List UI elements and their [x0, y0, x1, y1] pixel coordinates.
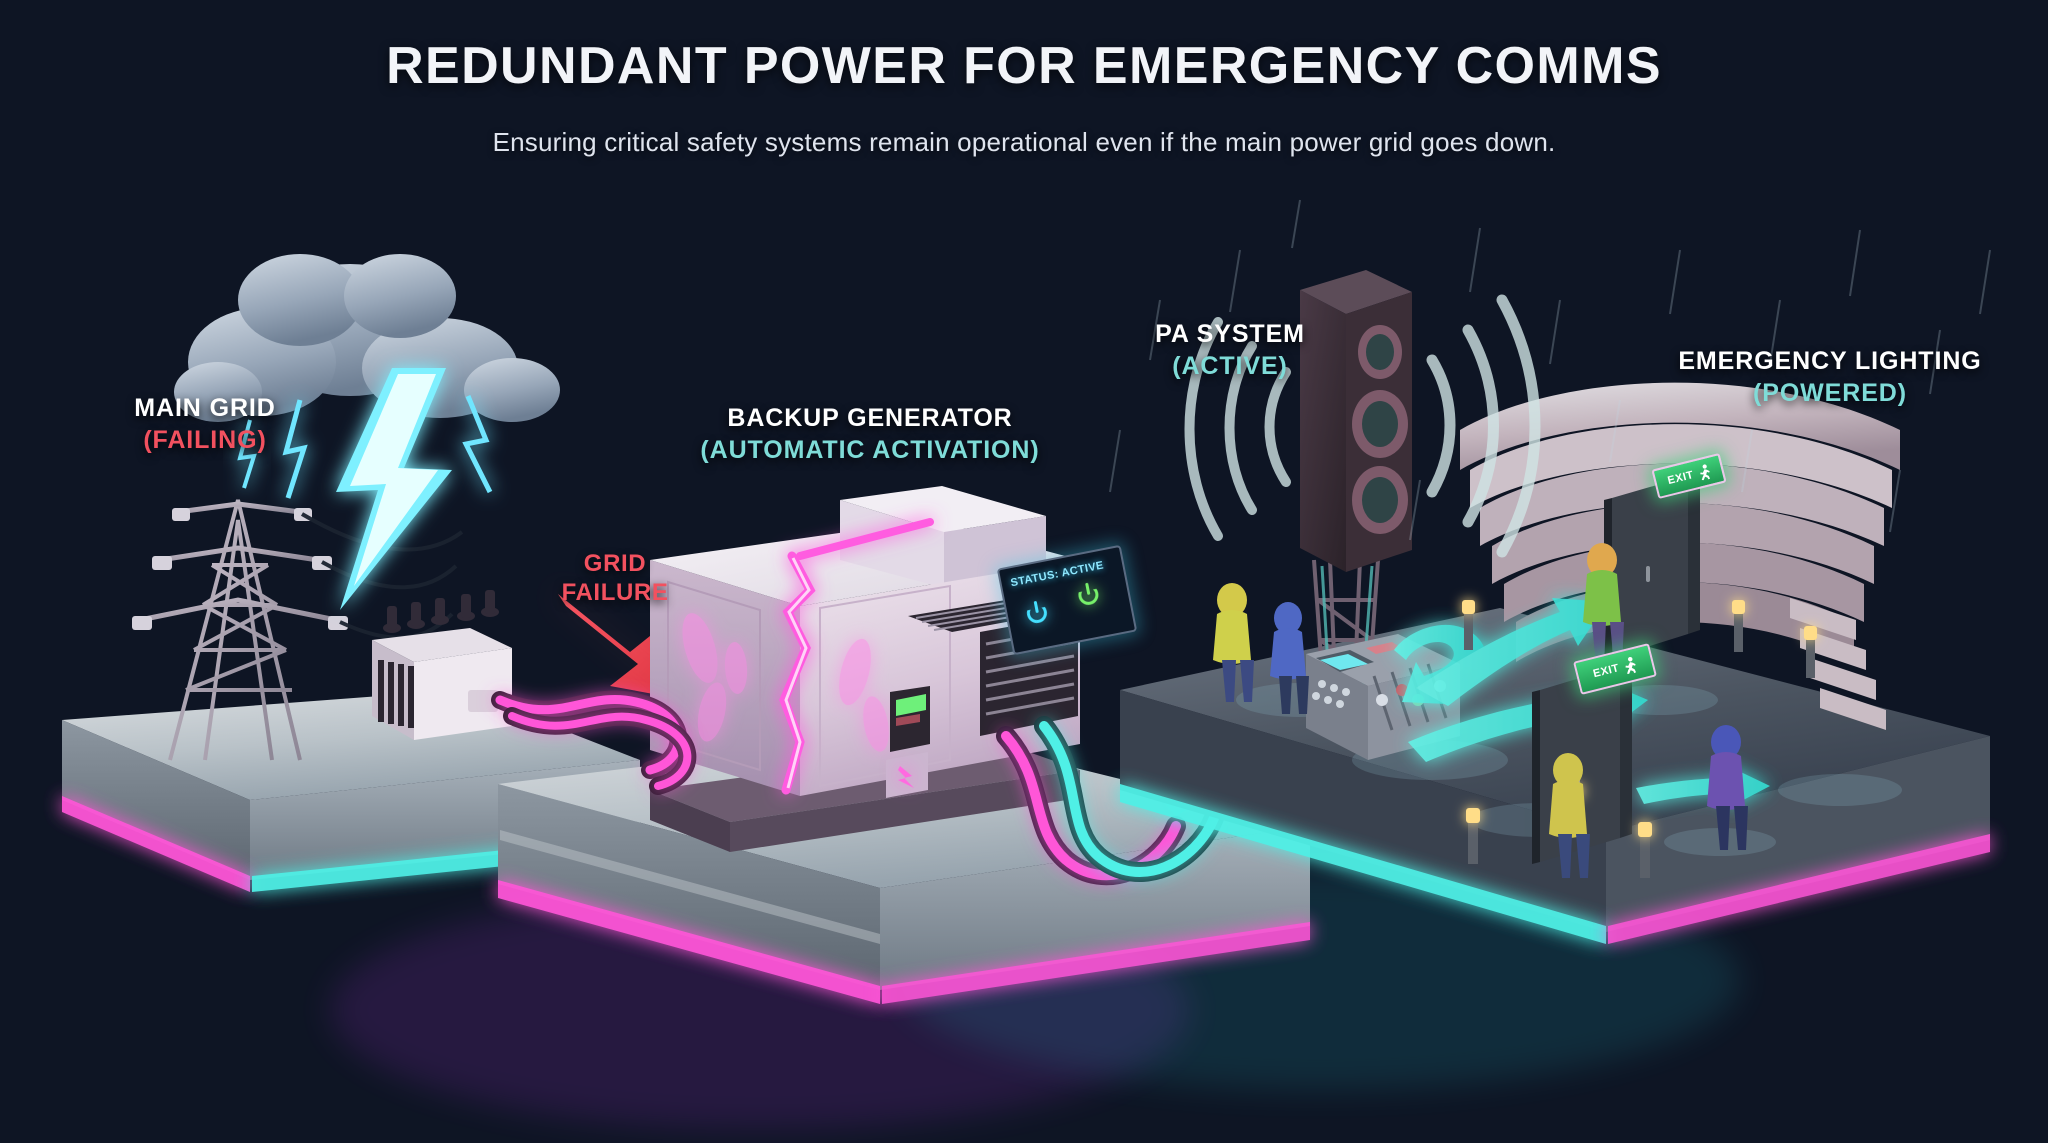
sound-waves	[1184, 294, 1541, 558]
grid-failure-line-1: GRID	[583, 550, 647, 577]
label-main-grid-status: (FAILING)	[143, 426, 267, 454]
generator-platform	[498, 732, 1310, 1004]
rain	[1109, 199, 1991, 541]
label-backup-generator-status: (AUTOMATIC ACTIVATION)	[700, 436, 1040, 464]
running-person-icon	[1625, 656, 1637, 674]
generator-control-module	[890, 686, 930, 752]
storm-cloud	[174, 254, 560, 422]
page-title: REDUNDANT POWER FOR EMERGENCY COMMS	[386, 37, 1662, 95]
exit-sign-lower: EXIT	[1573, 643, 1657, 695]
exit-sign-upper: EXIT	[1651, 452, 1727, 500]
label-backup-generator: BACKUP GENERATOR (AUTOMATIC ACTIVATION)	[660, 402, 1080, 466]
grid-failure-line-2: FAILURE	[561, 578, 669, 606]
label-pa-system-status: (ACTIVE)	[1172, 352, 1288, 380]
exit-sign-lower-label: EXIT	[1591, 662, 1621, 681]
exit-door-upper	[1604, 476, 1700, 660]
label-emergency-lighting: EMERGENCY LIGHTING (POWERED)	[1650, 345, 2010, 409]
running-person-icon	[1700, 464, 1710, 481]
transformer	[372, 590, 512, 740]
power-icon-cyan	[1022, 598, 1052, 628]
label-main-grid: MAIN GRID (FAILING)	[60, 392, 350, 456]
label-emergency-lighting-name: EMERGENCY LIGHTING	[1678, 347, 1982, 375]
generator-lower-panel	[886, 752, 928, 798]
label-pa-system: PA SYSTEM (ACTIVE)	[1090, 318, 1370, 382]
page-subtitle: Ensuring critical safety systems remain …	[492, 127, 1556, 157]
speaker-stack	[1184, 270, 1541, 572]
power-icon-green	[1073, 580, 1103, 610]
grid-failure-annotation: GRID FAILURE	[540, 550, 690, 608]
label-emergency-lighting-status: (POWERED)	[1753, 379, 1907, 407]
label-main-grid-name: MAIN GRID	[134, 394, 276, 422]
label-backup-generator-name: BACKUP GENERATOR	[727, 404, 1013, 432]
transmission-tower	[139, 499, 337, 761]
label-pa-system-name: PA SYSTEM	[1155, 320, 1305, 348]
speaker-drivers	[1352, 325, 1408, 534]
lightning-bolt	[237, 368, 493, 610]
evacuees	[1213, 543, 1748, 878]
cable-generator-to-loads	[996, 716, 1224, 886]
exit-sign-upper-label: EXIT	[1666, 469, 1696, 488]
cable-grid-to-generator	[491, 690, 697, 795]
transformer-bushings	[383, 590, 499, 633]
